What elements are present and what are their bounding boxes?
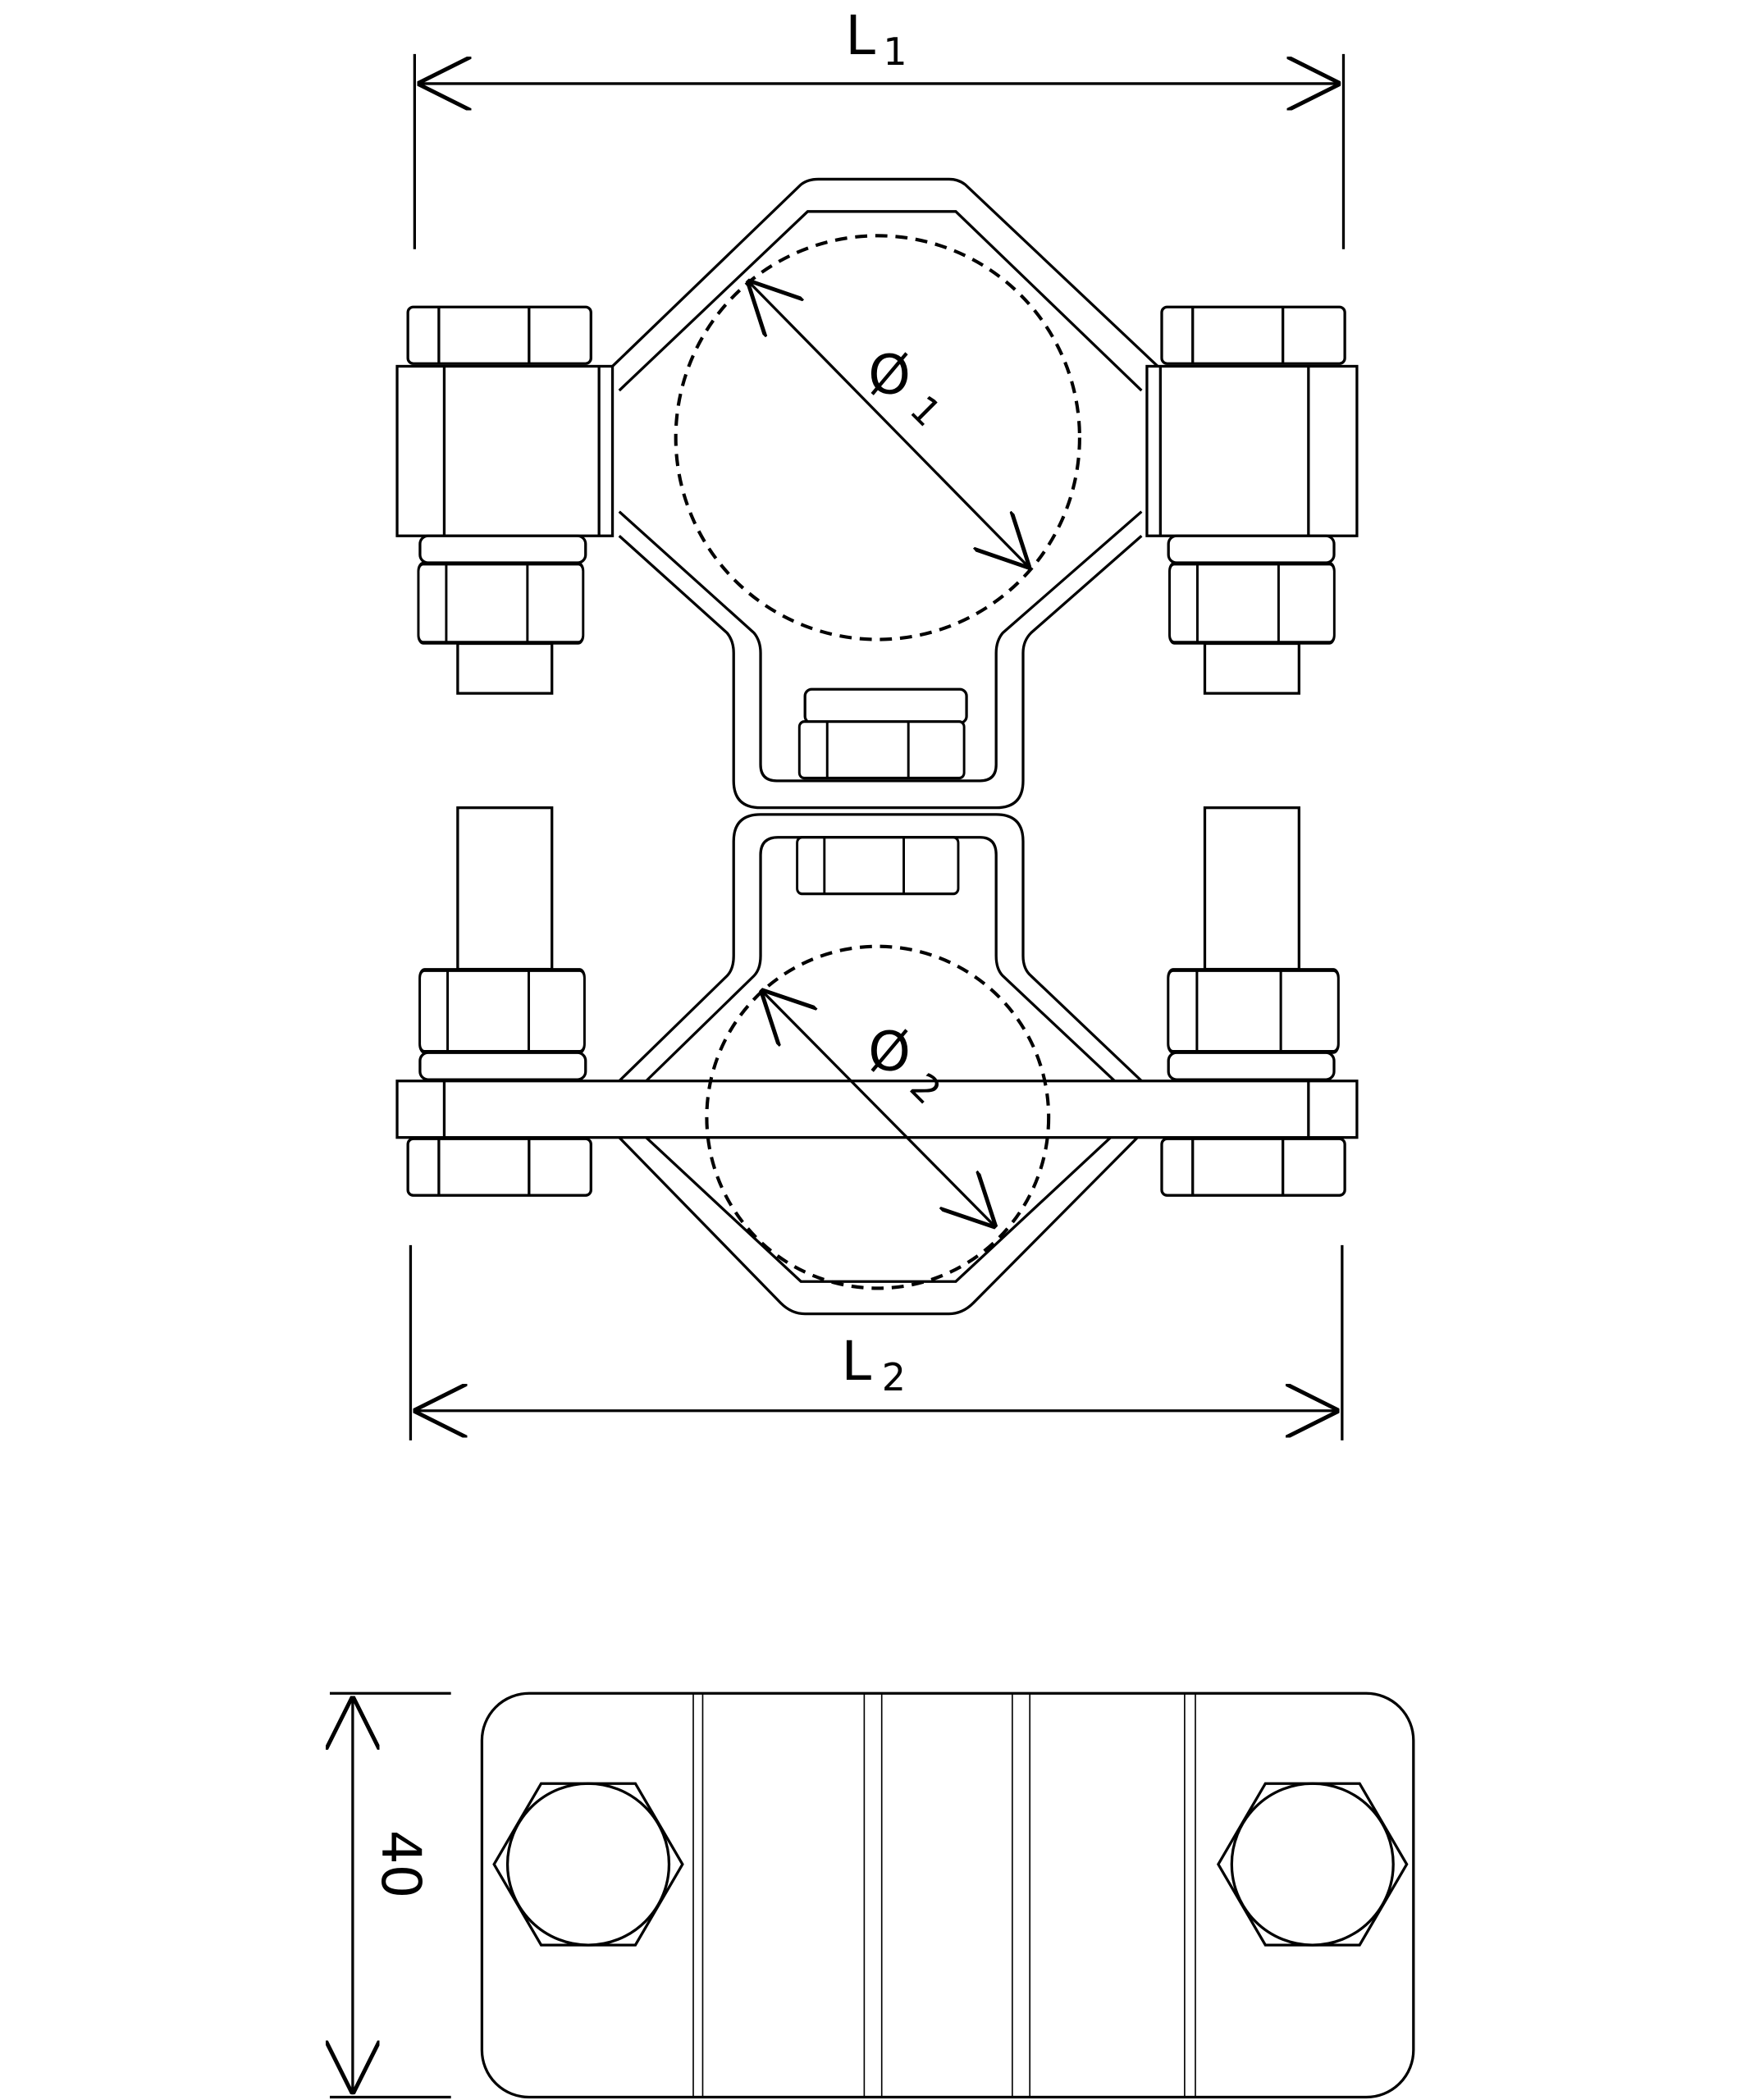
hex-nut: [1170, 564, 1335, 642]
diameter-1-arrow: [747, 280, 1030, 568]
top-clamp: Ø 1: [395, 177, 1359, 810]
hex-nut: [406, 305, 592, 365]
center-nut: [795, 836, 960, 896]
d2-label: Ø: [868, 1021, 911, 1084]
bottom-clamp: Ø 2: [395, 806, 1359, 1316]
hex-nut: [418, 564, 583, 642]
hex-nut: [1168, 970, 1339, 1052]
pipe-circle-2: [705, 944, 1051, 1290]
diameter-2-arrow: [761, 989, 996, 1227]
pipe-circle-1: [674, 234, 1081, 641]
spring-washer: [418, 534, 587, 564]
threaded-stud: [456, 806, 554, 971]
spring-washer: [418, 1051, 587, 1081]
bolt-head: [1216, 1782, 1409, 1947]
threaded-stud: [456, 641, 554, 695]
dimension-l1: L 1: [413, 5, 1346, 249]
threaded-stud: [1203, 806, 1300, 971]
threaded-stud: [1203, 641, 1300, 695]
hex-nut: [406, 1137, 592, 1197]
center-nut: [797, 720, 966, 780]
dimension-width: 40: [330, 1691, 451, 2099]
dimension-l2: L 2: [409, 1244, 1344, 1440]
hex-nut: [420, 970, 585, 1052]
l2-subscript: 2: [882, 1355, 906, 1399]
hex-nut: [1160, 305, 1346, 365]
l2-label: L: [841, 1331, 871, 1393]
bolt-head: [492, 1782, 684, 1947]
l1-subscript: 1: [883, 30, 907, 74]
width-label: 40: [369, 1830, 432, 1899]
spring-washer: [1167, 1051, 1336, 1081]
hex-nut: [1160, 1137, 1346, 1197]
spring-washer: [1167, 534, 1336, 564]
top-view: [480, 1691, 1415, 2099]
d1-label: Ø: [868, 344, 911, 406]
l1-label: L: [845, 5, 875, 67]
